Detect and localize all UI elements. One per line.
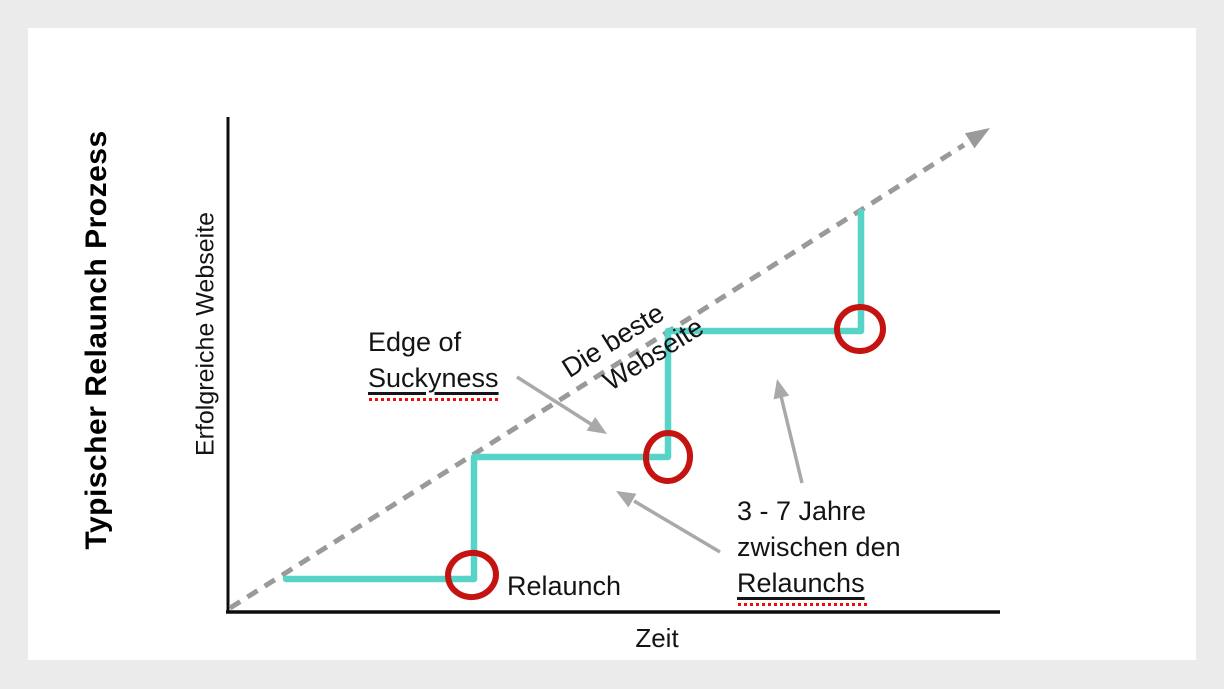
edge-annotation-arrow-line bbox=[516, 375, 595, 428]
ideal-line-arrowhead-icon bbox=[964, 128, 990, 149]
between-relaunches-annotation: 3 - 7 Jahre zwischen den Relaunchs bbox=[737, 493, 901, 601]
relaunch-circle-1 bbox=[445, 549, 499, 601]
relaunch-circle-2 bbox=[642, 430, 694, 484]
years-annotation-arrow-left-line bbox=[633, 499, 721, 554]
between-relaunches-line3: Relaunchs bbox=[737, 568, 865, 598]
edge-of-suckyness-line2: Suckyness bbox=[368, 363, 499, 393]
step-function-line bbox=[282, 208, 865, 583]
edge-annotation-arrowhead-icon bbox=[586, 417, 607, 434]
ideal-dashed-line bbox=[228, 142, 966, 611]
diagram-canvas bbox=[226, 117, 1000, 614]
page-title: Typischer Relaunch Prozess bbox=[80, 130, 113, 550]
diagram-card: Typischer Relaunch Prozess Erfolgreiche … bbox=[28, 28, 1196, 660]
between-relaunches-line2: zwischen den bbox=[737, 532, 901, 562]
between-relaunches-line1: 3 - 7 Jahre bbox=[737, 496, 867, 526]
x-axis-label: Zeit bbox=[635, 623, 679, 653]
between-relaunches-line3-wrap: Relaunchs bbox=[737, 565, 901, 601]
years-annotation-arrowhead-left-icon bbox=[616, 491, 637, 508]
relaunch-annotation: Relaunch bbox=[507, 571, 622, 601]
edge-of-suckyness-line2-wrap: Suckyness bbox=[368, 360, 499, 396]
edge-of-suckyness-line1: Edge of bbox=[368, 327, 462, 357]
relaunch-circle-3 bbox=[834, 303, 886, 355]
years-annotation-arrow-up-line bbox=[778, 391, 804, 484]
y-axis-label: Erfolgreiche Webseite bbox=[191, 211, 220, 457]
edge-of-suckyness-annotation: Edge of Suckyness bbox=[368, 324, 499, 396]
years-annotation-arrowhead-up-icon bbox=[773, 379, 790, 400]
